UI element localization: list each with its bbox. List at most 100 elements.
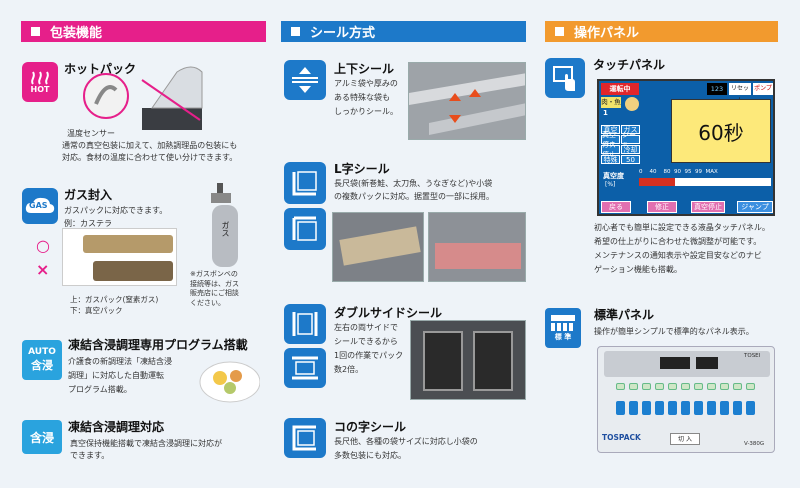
section-header-panel: 操作パネル bbox=[545, 21, 778, 42]
hot-icon-label: HOT bbox=[30, 84, 50, 94]
status-running-badge: 運転中 bbox=[601, 83, 639, 95]
back-button[interactable]: 戻る bbox=[601, 201, 631, 213]
gas-caption-line1: 上：ガスパック(窒素ガス) bbox=[70, 295, 159, 304]
hot-title: ホットパック bbox=[64, 62, 137, 76]
standard-icon-label: 標 準 bbox=[554, 333, 572, 341]
gas-note-line: 販売店にご相談 bbox=[190, 289, 239, 297]
l-seal-photo-left bbox=[332, 212, 424, 282]
power-switch[interactable]: 切 入 bbox=[670, 433, 700, 445]
ko-seal-title: コの字シール bbox=[334, 420, 407, 434]
category-label: 肉・魚 bbox=[601, 97, 621, 108]
gas-note-line: ください。 bbox=[190, 298, 225, 307]
header-title: 操作パネル bbox=[574, 26, 640, 41]
model-label: V-380G bbox=[744, 441, 765, 447]
touch-desc-line3: メンテナンスの通知表示や設定目安などのナビ bbox=[594, 251, 762, 260]
vacuum-scale: 0 40 80 90 95 99 MAX bbox=[639, 169, 718, 175]
touch-panel-screen: 運転中 123 リセット ポンプ 肉・魚 1 真空 ガス 真空停止 シール ガス… bbox=[597, 79, 775, 216]
left-pack bbox=[423, 331, 463, 391]
double-seal-title: ダブルサイドシール bbox=[334, 306, 443, 320]
mode-seal[interactable]: シール bbox=[621, 131, 640, 149]
right-pack bbox=[473, 331, 513, 391]
ko-desc-line1: 長尺他、各種の袋サイズに対応し小袋の bbox=[334, 437, 478, 446]
ganshin-desc-line2: できます。 bbox=[70, 451, 110, 460]
standard-panel-title: 標準パネル bbox=[594, 308, 655, 322]
gas-note-line: ※ガスボンベの bbox=[190, 270, 238, 278]
gas-caption-line2: 下：真空パック bbox=[70, 306, 123, 315]
header-square-icon bbox=[291, 27, 300, 36]
vacuum-gauge-fill bbox=[639, 178, 675, 186]
edit-button[interactable]: 修正 bbox=[647, 201, 677, 213]
vacuum-gauge bbox=[639, 178, 771, 186]
gas-pack-top bbox=[83, 235, 173, 253]
auto-desc-line1: 介護食の新調理法「凍結含浸 bbox=[68, 357, 172, 366]
mode-gas[interactable]: ガス bbox=[621, 125, 640, 134]
up-down-seal-icon bbox=[284, 60, 326, 100]
updown-seal-photo bbox=[408, 62, 526, 140]
double-desc-line4: 数2倍。 bbox=[334, 365, 364, 374]
auto-desc-line2: 調理」に対応した自動運転 bbox=[68, 371, 164, 380]
gas-icon-label: GAS bbox=[29, 201, 48, 210]
steam-icon bbox=[31, 70, 49, 85]
double-side-seal-icon bbox=[284, 304, 326, 344]
standard-panel-image: TOSEI TOSPACK 切 入 V-380G bbox=[597, 346, 775, 453]
vacuum-stop-button[interactable]: 真空停止 bbox=[691, 201, 725, 213]
l-seal-photo-right bbox=[428, 212, 526, 282]
ganshin-title: 凍結含浸調理対応 bbox=[68, 420, 165, 434]
updown-seal-title: 上下シール bbox=[334, 62, 395, 76]
l-seal-desc-line1: 長尺袋(新巻鮭、太刀魚、うなぎなど)や小袋 bbox=[334, 179, 493, 188]
timer-display: 60秒 bbox=[671, 99, 771, 163]
food-plate-image bbox=[196, 354, 261, 406]
hot-desc-line2: 対応。食材の温度に合わせて使い分けできます。 bbox=[62, 153, 238, 162]
gas-note: ※ガスボンベの 接続等は、ガス 販売店にご相談 ください。 bbox=[190, 270, 239, 308]
touch-panel-icon bbox=[545, 58, 585, 98]
auto-title: 凍結含浸調理専用プログラム搭載 bbox=[68, 338, 248, 352]
seven-segment-display bbox=[660, 357, 690, 369]
updown-desc-line3: しっかりシール。 bbox=[334, 107, 398, 116]
hot-icon: HOT bbox=[22, 62, 58, 102]
mode-gas-stop[interactable]: ガス停止 bbox=[601, 141, 620, 159]
standard-panel-desc: 操作が簡単シンプルで標準的なパネル表示。 bbox=[594, 327, 754, 336]
pump-button[interactable]: ポンプ bbox=[753, 83, 773, 95]
hot-pack-machine-image bbox=[82, 60, 222, 136]
l-seal-variant-icon bbox=[284, 208, 326, 250]
section-header-packaging: 包装機能 bbox=[21, 21, 266, 42]
mode-cooling[interactable]: 冷却 bbox=[621, 145, 640, 154]
ganshin-icon-label: 含浸 bbox=[29, 430, 54, 445]
vacuum-label: 真空度 bbox=[603, 172, 624, 180]
ganshin-desc-line1: 真空保持機能搭載で凍結含浸調理に対応が bbox=[70, 439, 222, 448]
standard-panel-icon: 標 準 bbox=[545, 308, 581, 348]
jump-button[interactable]: ジャンプ bbox=[737, 201, 773, 213]
food-bowl-icon bbox=[625, 97, 639, 111]
double-seal-photo bbox=[410, 320, 526, 400]
program-number: 1 bbox=[603, 109, 608, 117]
updown-desc-line2: ある特殊な袋も bbox=[334, 93, 390, 102]
gas-cylinder-label: ガス bbox=[221, 221, 230, 237]
header-square-icon bbox=[555, 27, 564, 36]
double-desc-line3: 1回の作業でパック bbox=[334, 351, 404, 360]
double-side-seal-variant-icon bbox=[284, 348, 326, 388]
ko-desc-line2: 多数包装にも対応。 bbox=[334, 451, 406, 460]
gas-title: ガス封入 bbox=[64, 188, 113, 202]
header-square-icon bbox=[31, 27, 40, 36]
brand-small: TOSEI bbox=[744, 353, 761, 359]
touch-desc-line1: 初心者でも簡単に設定できる液晶タッチパネル。 bbox=[594, 223, 770, 232]
touch-desc-line4: ゲーション機能も搭載。 bbox=[594, 265, 682, 274]
double-desc-line1: 左右の両サイドで bbox=[334, 323, 398, 332]
reset-button[interactable]: リセット bbox=[729, 83, 751, 104]
touch-desc-line2: 希望の仕上がりに合わせた微調整が可能です。 bbox=[594, 237, 762, 246]
auto-desc-line3: プログラム搭載。 bbox=[68, 385, 132, 394]
gas-note-line: 接続等は、ガス bbox=[190, 279, 239, 288]
gas-pack-photo bbox=[62, 228, 177, 286]
mode-special[interactable]: 特殊 bbox=[601, 155, 620, 164]
fish-pack bbox=[339, 226, 421, 266]
touch-panel-title: タッチパネル bbox=[593, 58, 666, 72]
gas-cylinder-image: ガス bbox=[208, 183, 242, 269]
l-seal-desc-line2: の複数パックに対応。据置型の一部に採用。 bbox=[334, 192, 494, 201]
updown-desc-line1: アルミ袋や厚みの bbox=[334, 79, 398, 88]
seven-segment-display-2 bbox=[696, 357, 718, 369]
mode-value: 50 bbox=[621, 155, 640, 164]
auto-icon-label2: 含浸 bbox=[31, 359, 53, 372]
section-header-seal: シール方式 bbox=[281, 21, 526, 42]
mode-vacuum[interactable]: 真空 bbox=[601, 125, 620, 134]
auto-ganshin-icon: AUTO 含浸 bbox=[22, 340, 62, 380]
